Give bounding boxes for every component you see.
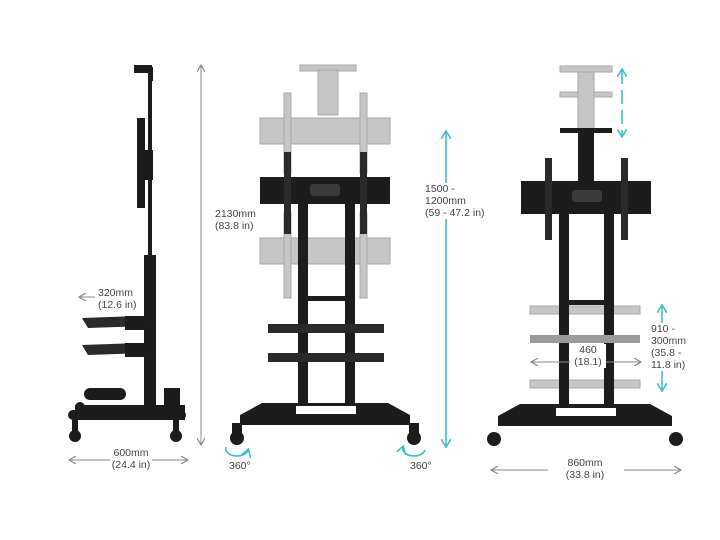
right-base-width-label: 860mm (33.8 in) [565, 457, 605, 481]
right-view-ghost-positions [529, 65, 641, 389]
side-height-label: 2130mm (83.8 in) [215, 208, 256, 232]
right-shelf-width-label: 460 (18.1) [570, 344, 606, 368]
front-rotation-left-label: 360° [229, 460, 251, 472]
front-height-range-label: 1500 - 1200mm (59 - 47.2 in) [425, 183, 485, 219]
side-base-depth-label: 600mm (24.4 in) [111, 447, 151, 471]
side-view-stand [68, 65, 186, 442]
side-shelf-depth-label: 320mm (12.6 in) [98, 287, 137, 311]
right-view-stand [487, 128, 683, 446]
front-view-stand [230, 152, 421, 445]
front-rotation-right-label: 360° [410, 460, 432, 472]
right-shelf-range-label: 910 - 300mm (35.8 - 11.8 in) [651, 323, 687, 371]
front-view-rotation-arrows [224, 447, 426, 456]
front-view-ghost-positions [259, 64, 391, 299]
side-view-dimension-lines [70, 66, 201, 460]
